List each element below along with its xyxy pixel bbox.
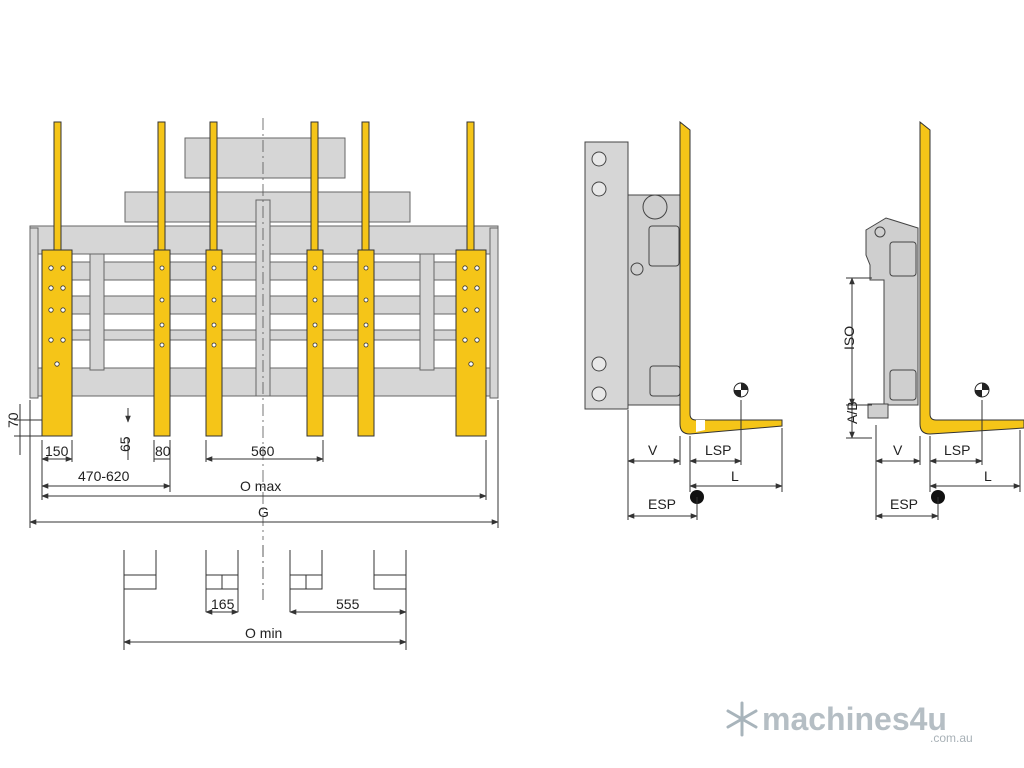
- fork-3-upright: [209, 121, 218, 251]
- fork-4-upright: [310, 121, 319, 251]
- fork-holes: [48, 265, 480, 367]
- side-dimensions-1: [627, 400, 783, 520]
- dim-80-label: 80: [155, 443, 171, 459]
- side-dimensions-2: [846, 277, 1021, 520]
- side-fork-2: [919, 120, 1024, 435]
- dim-g-label: G: [258, 504, 269, 520]
- carriage-plate-1: [584, 141, 629, 410]
- front-dimensions: [14, 400, 499, 528]
- watermark: machines4u .com.au: [726, 701, 973, 745]
- dim-150-label: 150: [45, 443, 69, 459]
- dim-165-label: 165: [211, 596, 235, 612]
- side2-ab-label: A/B: [844, 401, 860, 424]
- closed-fork-sections: [123, 574, 407, 590]
- fork-2-upright: [157, 121, 166, 251]
- fork-6-upright: [466, 121, 475, 251]
- carriage-frame: [29, 137, 499, 399]
- front-view: 70 150 65 80 560 470-620 O max G: [5, 118, 499, 540]
- side2-l-label: L: [984, 468, 992, 484]
- dim-555-label: 555: [336, 596, 360, 612]
- fork-5-upright: [361, 121, 370, 251]
- side1-esp-label: ESP: [648, 496, 676, 512]
- side-fork-1: [679, 120, 783, 435]
- fork-positioner-2: [865, 217, 919, 419]
- side1-v-label: V: [648, 442, 658, 458]
- side-view-1: V LSP L ESP: [584, 120, 783, 520]
- dim-470-620-label: 470-620: [78, 468, 130, 484]
- fork-1-blade: [41, 249, 73, 437]
- dim-omin-label: O min: [245, 625, 282, 641]
- side1-lsp-label: LSP: [705, 442, 731, 458]
- fork-1-upright: [53, 121, 62, 251]
- fork-6-blade: [455, 249, 487, 437]
- side2-iso-label: ISO: [841, 326, 857, 350]
- side2-v-label: V: [893, 442, 903, 458]
- side-view-2: ISO A/B V LSP L ESP: [841, 120, 1024, 520]
- side2-esp-label: ESP: [890, 496, 918, 512]
- snowflake-icon: [726, 701, 758, 737]
- closed-view: 165 555 O min: [123, 545, 407, 650]
- side2-lsp-label: LSP: [944, 442, 970, 458]
- dim-70-label: 70: [5, 412, 21, 428]
- mount-bolts-1: [591, 151, 607, 402]
- dim-65-label: 65: [117, 436, 133, 452]
- fork-positioner-1: [627, 194, 681, 406]
- watermark-brand: machines4u: [762, 701, 947, 737]
- closed-dimensions: [123, 545, 407, 650]
- dim-560-label: 560: [251, 443, 275, 459]
- watermark-domain: .com.au: [930, 731, 973, 745]
- dim-omax-label: O max: [240, 478, 281, 494]
- side1-l-label: L: [731, 468, 739, 484]
